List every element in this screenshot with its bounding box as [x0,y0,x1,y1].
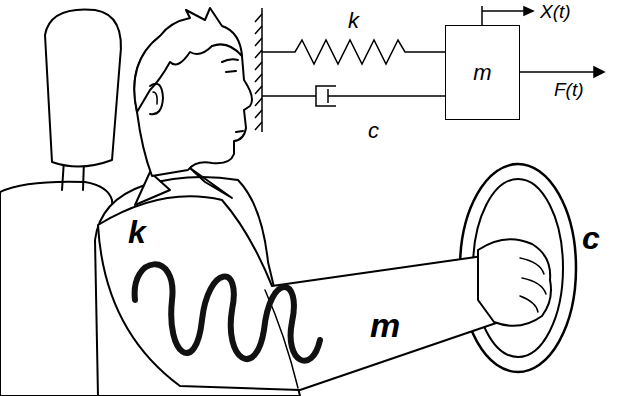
mass-label: m [473,62,491,84]
symbol-label: k [346,10,361,32]
displacement-tick [481,6,483,25]
force-arrow [520,71,596,73]
body-part-label: k [126,216,148,248]
damper-rod [262,95,316,97]
arm-spring [135,264,320,360]
symbol-label: c [366,120,381,142]
damper-rod [328,95,445,97]
spring-symbol [262,40,445,64]
symbol-label: F(t) [552,80,586,99]
eye [226,71,236,72]
steering-wheel-rim [460,164,576,372]
hair [134,8,242,112]
hand [478,239,551,326]
mass-box: m [445,25,520,120]
mouth [236,131,243,132]
headrest [45,10,121,167]
body-part-label: c [580,222,602,254]
body-part-label: m [368,308,402,342]
displacement-arrow [482,10,524,12]
symbol-label: X(t) [538,2,573,21]
wall-hatch [255,14,262,130]
arrowhead [524,7,533,15]
steering-wheel-inner [473,179,563,357]
fingers [520,258,546,312]
ear [150,84,163,114]
brow [222,59,238,62]
ear [153,92,157,104]
arm [98,196,505,390]
arrowhead [594,67,604,77]
shirt-collar [190,168,232,198]
